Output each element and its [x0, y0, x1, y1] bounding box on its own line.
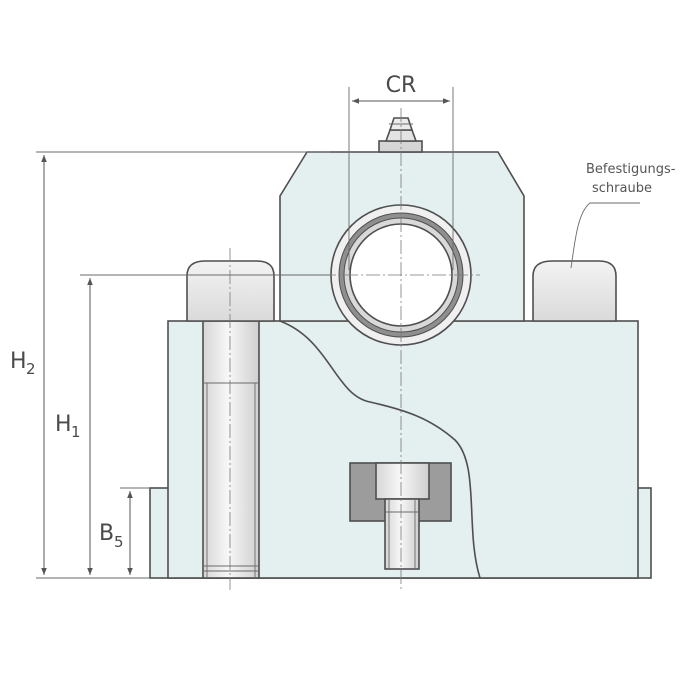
- left-fastening-bolt: [202, 320, 260, 579]
- h2-label: H 2: [10, 349, 36, 378]
- h2-label-main: H: [10, 349, 27, 374]
- h1-label: H 1: [55, 412, 81, 441]
- center-set-screw: [349, 462, 452, 570]
- extension-lines: [36, 87, 454, 579]
- dimension-arrows: [41, 98, 450, 575]
- b5-label-main: B: [99, 521, 114, 546]
- grease-nipple: [378, 117, 423, 153]
- callout-leader: [570, 202, 640, 269]
- right-bolt-cap: [532, 260, 617, 322]
- section-break-line: [279, 320, 481, 579]
- center-lines: [229, 108, 480, 590]
- h2-label-sub: 2: [26, 360, 36, 378]
- h1-label-sub: 1: [71, 423, 81, 441]
- left-bolt-cap: [186, 260, 275, 322]
- b5-label: B 5: [99, 521, 124, 551]
- callout-line-1: Befestigungs-: [586, 162, 676, 177]
- callout-label: Befestigungs- schraube: [586, 162, 676, 196]
- h1-label-main: H: [55, 412, 72, 437]
- callout-line-2: schraube: [592, 181, 652, 196]
- b5-label-sub: 5: [114, 533, 124, 551]
- cr-label: CR: [386, 73, 417, 98]
